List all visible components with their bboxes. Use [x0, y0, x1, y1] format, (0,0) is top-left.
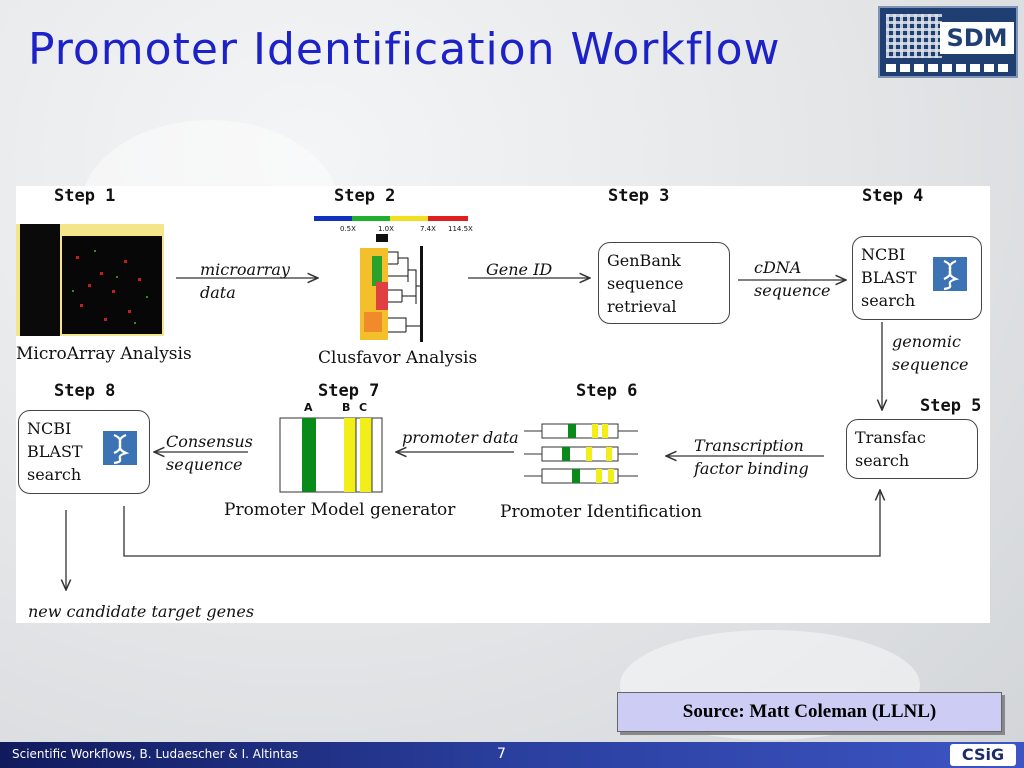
step-5-label: Step 5 [920, 396, 982, 416]
slide-title: Promoter Identification Workflow [28, 24, 781, 75]
edge-label-line: microarray [200, 260, 290, 279]
edge-label-line: genomic [892, 332, 961, 351]
logo-text: SDM [940, 22, 1014, 54]
edge-label-line: sequence [754, 281, 831, 300]
promoter-strips [524, 423, 638, 484]
edge-label-line: sequence [892, 355, 969, 374]
edge-label-promoter-data: promoter data [402, 428, 519, 447]
step-1-label: Step 1 [54, 186, 116, 206]
step-6-label: Step 6 [576, 381, 638, 401]
microarray-image [16, 224, 164, 336]
page-number: 7 [497, 746, 506, 762]
promoter-model [279, 417, 383, 493]
box-line: BLAST [861, 268, 917, 287]
edge-label-line: Consensus [166, 432, 253, 451]
edge-label-line: cDNA [754, 258, 802, 277]
box-line: search [855, 451, 910, 470]
column-label-b: B [342, 401, 351, 414]
dna-helix-icon [103, 431, 137, 465]
csig-logo: CSiG [950, 744, 1016, 766]
box-line: NCBI [27, 419, 72, 438]
box-line: Transfac [855, 428, 926, 447]
step-3-label: Step 3 [608, 186, 670, 206]
sdm-logo: SDM [878, 6, 1018, 78]
box-line: GenBank [607, 251, 681, 270]
step-4-label: Step 4 [862, 186, 924, 206]
column-label-c: C [359, 401, 368, 414]
promoter-identification-caption: Promoter Identification [500, 502, 702, 522]
ncbi-blast-box-top: NCBI BLAST search [852, 236, 982, 320]
edge-label-cdna-sequence: cDNA sequence [754, 256, 830, 302]
scale-tick: 1.0X [378, 225, 394, 233]
edge-label-line: Transcription [694, 436, 804, 455]
step-2-label: Step 2 [334, 186, 396, 206]
scale-tick: 114.5X [448, 225, 473, 233]
box-line: search [861, 291, 916, 310]
scale-tick: 7.4X [420, 225, 436, 233]
transfac-search-box: Transfac search [846, 419, 978, 479]
edge-label-line: factor binding [694, 459, 809, 478]
footer-credits: Scientific Workflows, B. Ludaescher & I.… [12, 747, 299, 761]
source-credit: Source: Matt Coleman (LLNL) [617, 692, 1002, 732]
microarray-caption: MicroArray Analysis [16, 344, 192, 364]
edge-label-microarray-data: microarray data [200, 258, 290, 304]
box-line: search [27, 465, 82, 484]
box-line: sequence [607, 274, 684, 293]
edge-label-consensus-sequence: Consensus sequence [166, 430, 253, 476]
edge-label-genomic-sequence: genomic sequence [892, 330, 968, 376]
logo-film-strip-icon [886, 64, 1012, 72]
genbank-retrieval-box: GenBank sequence retrieval [598, 242, 730, 324]
scale-tick: 0.5X [340, 225, 356, 233]
workflow-arrows [66, 278, 882, 590]
clusfavor-heatmap [314, 216, 468, 342]
diagram-canvas [16, 216, 990, 623]
logo-grid-icon [886, 14, 942, 58]
box-line: BLAST [27, 442, 83, 461]
step-7-label: Step 7 [318, 381, 380, 401]
box-line: retrieval [607, 297, 677, 316]
footer-bar: Scientific Workflows, B. Ludaescher & I.… [0, 742, 1024, 768]
edge-label-transcription-factor-binding: Transcription factor binding [694, 434, 809, 480]
box-line: NCBI [861, 245, 906, 264]
edge-label-gene-id: Gene ID [486, 260, 553, 279]
step-8-label: Step 8 [54, 381, 116, 401]
dna-helix-icon [933, 257, 967, 291]
clusfavor-caption: Clusfavor Analysis [318, 348, 478, 368]
edge-label-line: data [200, 283, 236, 302]
edge-label-new-candidate-genes: new candidate target genes [28, 602, 255, 621]
workflow-diagram: Step 1 Step 2 Step 3 Step 4 Step 5 Step … [16, 186, 990, 623]
column-label-a: A [304, 401, 313, 414]
promoter-model-caption: Promoter Model generator [224, 500, 456, 520]
edge-label-line: sequence [166, 455, 243, 474]
ncbi-blast-box-bottom: NCBI BLAST search [18, 410, 150, 494]
